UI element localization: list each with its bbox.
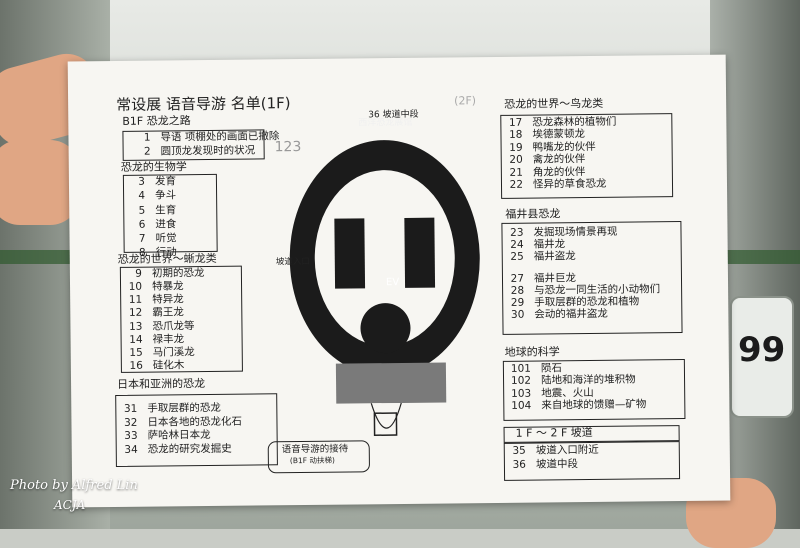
earth-hall [335, 362, 447, 404]
biology-header: 恐龙的生物学 [120, 160, 187, 174]
ev-label: EV [385, 276, 400, 289]
world-left-header: 恐龙的世界～蜥龙类 [117, 251, 217, 266]
earth-header: 地球的科学 [504, 345, 560, 359]
number-sign: 99 [730, 296, 794, 418]
slope-header: 1 F ～ 2 F 坡道 [515, 425, 593, 440]
entrance-sub: (B1F 动扶梯) [289, 455, 335, 466]
top-label: 36 坡道中段 [368, 109, 419, 121]
map-inner [314, 170, 455, 347]
japan-asia-header: 日本和亚洲的恐龙 [116, 377, 206, 391]
photo-credit-org: ACJA [54, 498, 86, 512]
sheet-title: 常设展 语音导游 名单(1F) [116, 94, 291, 114]
floor-map [289, 140, 480, 437]
ev-circle [360, 303, 411, 354]
fukui-header: 福井县恐龙 [505, 207, 561, 221]
entrance-label: 语音导游的接待 [281, 443, 349, 456]
world-right-header: 恐龙的世界～鸟龙类 [504, 96, 604, 111]
b1f-header: B1F 恐龙之路 [122, 114, 191, 128]
photo-credit: Photo by Alfred Lin [10, 478, 138, 493]
corner-label: 坡道入口 [275, 256, 310, 268]
left-hand-lower [0, 140, 80, 225]
entrance-mark [373, 412, 398, 437]
faded-badge: 123 [274, 139, 302, 156]
